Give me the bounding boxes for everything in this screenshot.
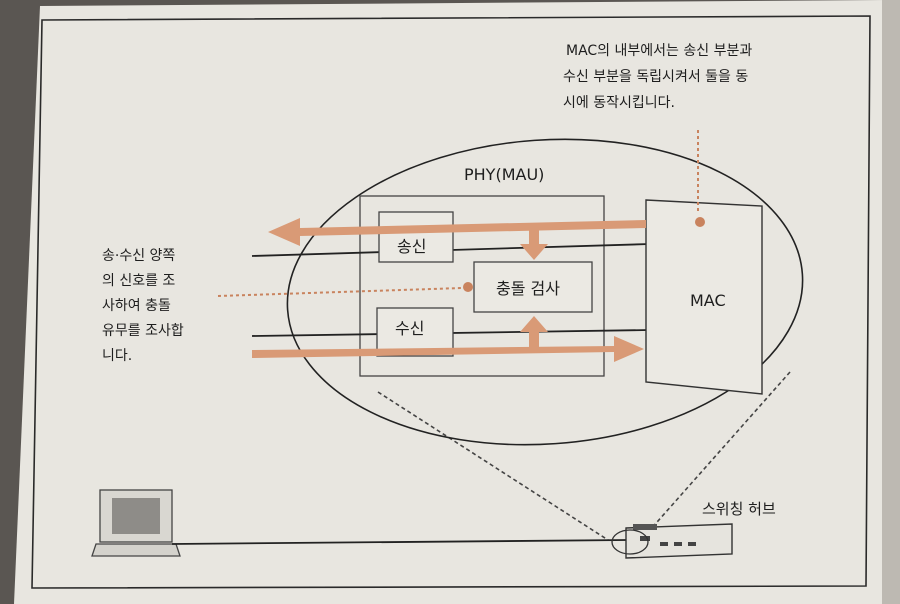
mac-note-line-3: 시에 동작시킵니다. [563, 95, 675, 111]
receive-label: 수신 [395, 319, 424, 338]
diagram-frame [31, 15, 871, 589]
down-arrow-stem [529, 226, 539, 246]
collision-note-line-2: 의 신호를 조 [102, 273, 175, 289]
collision-note-line-5: 니다. [102, 348, 132, 364]
mac-label: MAC [690, 291, 726, 310]
page-shadow-right [882, 0, 900, 604]
network-cable [171, 539, 629, 545]
up-arrow-stem [529, 330, 539, 350]
up-arrow-head [520, 316, 548, 332]
phy-label: PHY(MAU) [464, 165, 544, 184]
hub-zoom-circle [611, 529, 649, 555]
switching-hub-icon [625, 523, 733, 559]
collision-note-leader [217, 287, 463, 297]
collision-note-line-3: 사하여 충돌 [102, 298, 171, 314]
zoom-line-left [377, 391, 609, 541]
phy-zoom-ellipse [286, 138, 804, 446]
collision-detect-box [473, 261, 593, 313]
send-arrow [268, 218, 646, 246]
collision-detect-label: 충돌 검사 [496, 279, 560, 298]
mac-note-dot [695, 217, 705, 227]
send-box [378, 211, 454, 263]
collision-note-dot [463, 282, 473, 292]
send-label: 송신 [397, 237, 426, 256]
mac-note-line-1: MAC의 내부에서는 송신 부분과 [566, 43, 752, 59]
mac-note-line-2: 수신 부분을 독립시켜서 둘을 동 [563, 69, 748, 85]
collision-note-line-4: 유무를 조사합 [102, 323, 184, 339]
hub-label: 스위칭 허브 [702, 500, 776, 518]
computer-icon [91, 489, 181, 557]
zoom-line-right [649, 371, 791, 531]
phy-box [359, 195, 605, 377]
receive-arrow [252, 336, 644, 362]
collision-note-line-1: 송·수신 양쪽 [102, 248, 175, 264]
paper-page [14, 0, 900, 604]
down-arrow-head [520, 244, 548, 260]
mac-box [645, 199, 763, 395]
